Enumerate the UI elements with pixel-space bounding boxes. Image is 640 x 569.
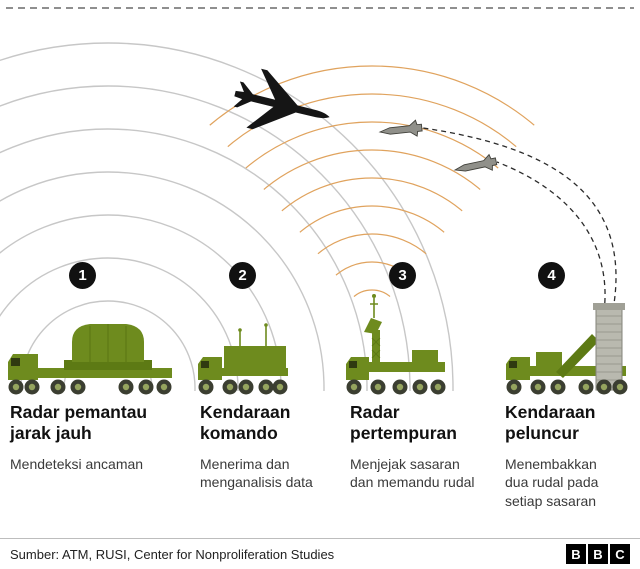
step-label-3: Radar pertempuran Menjejak sasaran dan m… <box>350 402 485 492</box>
step-description: Mendeteksi ancaman <box>10 455 144 472</box>
top-dashed-divider <box>6 7 634 9</box>
bbc-logo-block-3: C <box>610 544 630 564</box>
step-title: Radar pemantau jarak jauh <box>10 402 148 444</box>
launcher-vehicle-icon <box>506 303 628 395</box>
step-badge-4: 4 <box>538 262 565 289</box>
step-title: Radar pertempuran <box>350 402 457 444</box>
bbc-logo: B B C <box>566 544 630 564</box>
bbc-logo-block-1: B <box>566 544 586 564</box>
diagram-canvas <box>0 42 628 395</box>
source-attribution: Sumber: ATM, RUSI, Center for Nonprolife… <box>10 546 335 562</box>
surveillance-radar-vehicle-icon <box>8 324 172 395</box>
step-badge-3: 3 <box>389 262 416 289</box>
step-description: Menerima dan menganalisis data <box>200 455 313 491</box>
step-description: Menjejak sasaran dan memandu rudal <box>350 455 475 491</box>
step-badge-1: 1 <box>69 262 96 289</box>
aircraft-icon <box>233 68 330 130</box>
step-label-4: Kendaraan peluncur Menembakkan dua rudal… <box>505 402 620 510</box>
bbc-logo-block-2: B <box>588 544 608 564</box>
footer: Sumber: ATM, RUSI, Center for Nonprolife… <box>0 538 640 569</box>
step-description: Menembakkan dua rudal pada setiap sasara… <box>505 455 599 509</box>
engagement-radar-waves-icon <box>119 65 625 318</box>
command-vehicle-icon <box>198 323 288 395</box>
step-label-1: Radar pemantau jarak jauh Mendeteksi anc… <box>10 402 175 473</box>
engagement-radar-vehicle-icon <box>346 294 446 395</box>
step-badge-2: 2 <box>229 262 256 289</box>
missile-trajectory-arcs <box>422 127 617 313</box>
step-label-2: Kendaraan komando Menerima dan menganali… <box>200 402 340 492</box>
step-title: Kendaraan peluncur <box>505 402 596 444</box>
step-title: Kendaraan komando <box>200 402 291 444</box>
missile-icon-2 <box>452 152 499 179</box>
